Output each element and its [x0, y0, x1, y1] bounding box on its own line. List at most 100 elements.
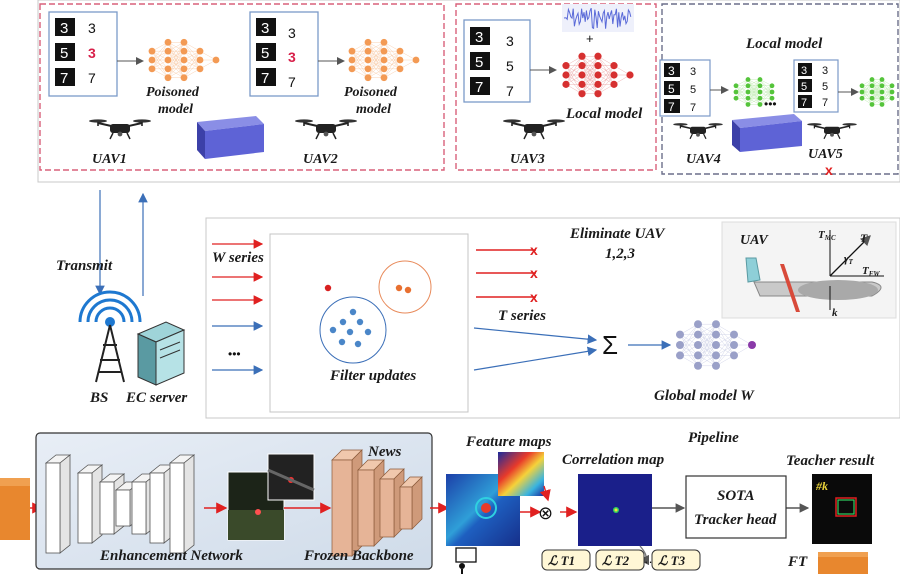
uav3-neural-net — [562, 52, 634, 98]
neuron — [757, 77, 763, 82]
uav4-digit-card: 3 5 7 3 5 7 — [659, 59, 711, 117]
neuron — [610, 71, 618, 79]
uav2-model-label-1: Poisoned — [344, 85, 398, 100]
neuron — [869, 102, 875, 107]
neuron — [626, 71, 634, 79]
global-model-neural-net — [676, 320, 756, 370]
neuron — [730, 330, 738, 339]
neuron — [889, 95, 895, 101]
neuron — [148, 47, 156, 55]
uav-force-inset: UAV TMC T γT TFW k — [721, 221, 897, 319]
svg-text:7: 7 — [60, 70, 68, 87]
neuron — [745, 102, 751, 107]
neuron — [769, 83, 775, 89]
enhancement-network-label: Enhancement Network — [99, 548, 243, 564]
neuron — [676, 351, 684, 360]
neuron — [676, 341, 684, 349]
svg-text:7: 7 — [261, 70, 269, 87]
neuron — [676, 330, 684, 339]
uav3-digit-card: 3 5 7 3 5 7 — [463, 19, 531, 103]
neuron — [869, 83, 875, 89]
neuron — [164, 47, 172, 55]
svg-text:x: x — [530, 242, 538, 258]
uav-inset-t: T — [860, 231, 868, 245]
neuron — [396, 47, 404, 55]
uav5-eliminated-x-icon: x — [825, 162, 833, 178]
neuron — [562, 80, 570, 88]
neuron — [364, 65, 372, 73]
svg-text:3: 3 — [261, 20, 269, 37]
uav3-digit-1: 3 — [506, 33, 514, 49]
uav5-label: UAV5 — [808, 147, 843, 162]
neuron — [396, 65, 404, 73]
uav1-digit-1: 3 — [88, 20, 96, 36]
svg-text:3: 3 — [475, 29, 483, 46]
neuron — [889, 83, 895, 89]
sota-label-2: Tracker head — [694, 512, 777, 528]
pipeline-label: Pipeline — [688, 430, 739, 446]
neuron — [730, 351, 738, 360]
eliminate-label-2: 1,2,3 — [605, 246, 636, 262]
neuron — [694, 361, 702, 370]
neuron — [196, 65, 204, 73]
uav-inset-title: UAV — [740, 233, 769, 248]
eliminate-label-1: Eliminate UAV — [569, 226, 666, 242]
uav4-digit-1: 3 — [690, 66, 696, 78]
uav-inset-tmc: TMC — [818, 229, 836, 242]
uav5-digit-2: 5 — [822, 81, 828, 93]
loss-t3: ℒ T3 — [658, 553, 686, 568]
neuron — [733, 95, 739, 101]
outlier-cluster-red — [324, 260, 432, 314]
local-ellipsis: ••• — [764, 97, 777, 111]
noise-waveform — [562, 4, 634, 32]
neuron — [578, 52, 586, 60]
frozen-backbone-layers — [331, 449, 423, 557]
neuron — [148, 65, 156, 73]
neuron — [712, 330, 720, 339]
svg-text:x: x — [530, 265, 538, 281]
neuron — [745, 89, 751, 95]
svg-text:3: 3 — [60, 20, 68, 37]
uav4-drone-icon — [673, 123, 723, 140]
svg-text:5: 5 — [475, 54, 483, 71]
uav1-digit-3: 7 — [88, 70, 96, 86]
neuron — [879, 102, 885, 107]
bs-label: BS — [89, 390, 108, 406]
uav3-label: UAV3 — [510, 152, 545, 167]
neuron — [594, 71, 602, 79]
uav2-drone-icon — [295, 119, 357, 140]
uav1-model-label-1: Poisoned — [146, 85, 200, 100]
neuron — [180, 47, 188, 55]
svg-text:5: 5 — [261, 45, 269, 62]
neuron — [412, 56, 420, 64]
neuron — [594, 80, 602, 88]
neuron — [694, 330, 702, 339]
svg-text:7: 7 — [801, 97, 807, 109]
neuron — [380, 56, 388, 64]
neuron — [869, 77, 875, 82]
svg-text:5: 5 — [60, 45, 68, 62]
uav5-drone-icon — [807, 123, 857, 140]
obstacle-cube-2 — [732, 114, 802, 152]
neuron — [859, 95, 865, 101]
svg-text:3: 3 — [668, 64, 675, 78]
uav5-neural-net — [859, 77, 895, 107]
svg-text:7: 7 — [475, 79, 483, 96]
neuron — [730, 341, 738, 349]
transmit-arrows — [95, 190, 148, 296]
uav4-digit-3: 7 — [690, 102, 696, 114]
uav3-model-label: Local model — [565, 106, 643, 122]
sota-label-1: SOTA — [717, 488, 755, 504]
neuron — [380, 65, 388, 73]
uav2-label: UAV2 — [303, 152, 338, 167]
neuron — [859, 83, 865, 89]
uav3-digit-2: 5 — [506, 58, 514, 74]
sota-tracker-box — [685, 475, 787, 539]
transmit-label: Transmit — [56, 258, 113, 274]
frozen-backbone-label: Frozen Backbone — [303, 548, 414, 564]
neuron — [196, 56, 204, 64]
neuron — [164, 38, 172, 46]
neuron — [757, 102, 763, 107]
uav3-drone-icon — [503, 119, 565, 140]
